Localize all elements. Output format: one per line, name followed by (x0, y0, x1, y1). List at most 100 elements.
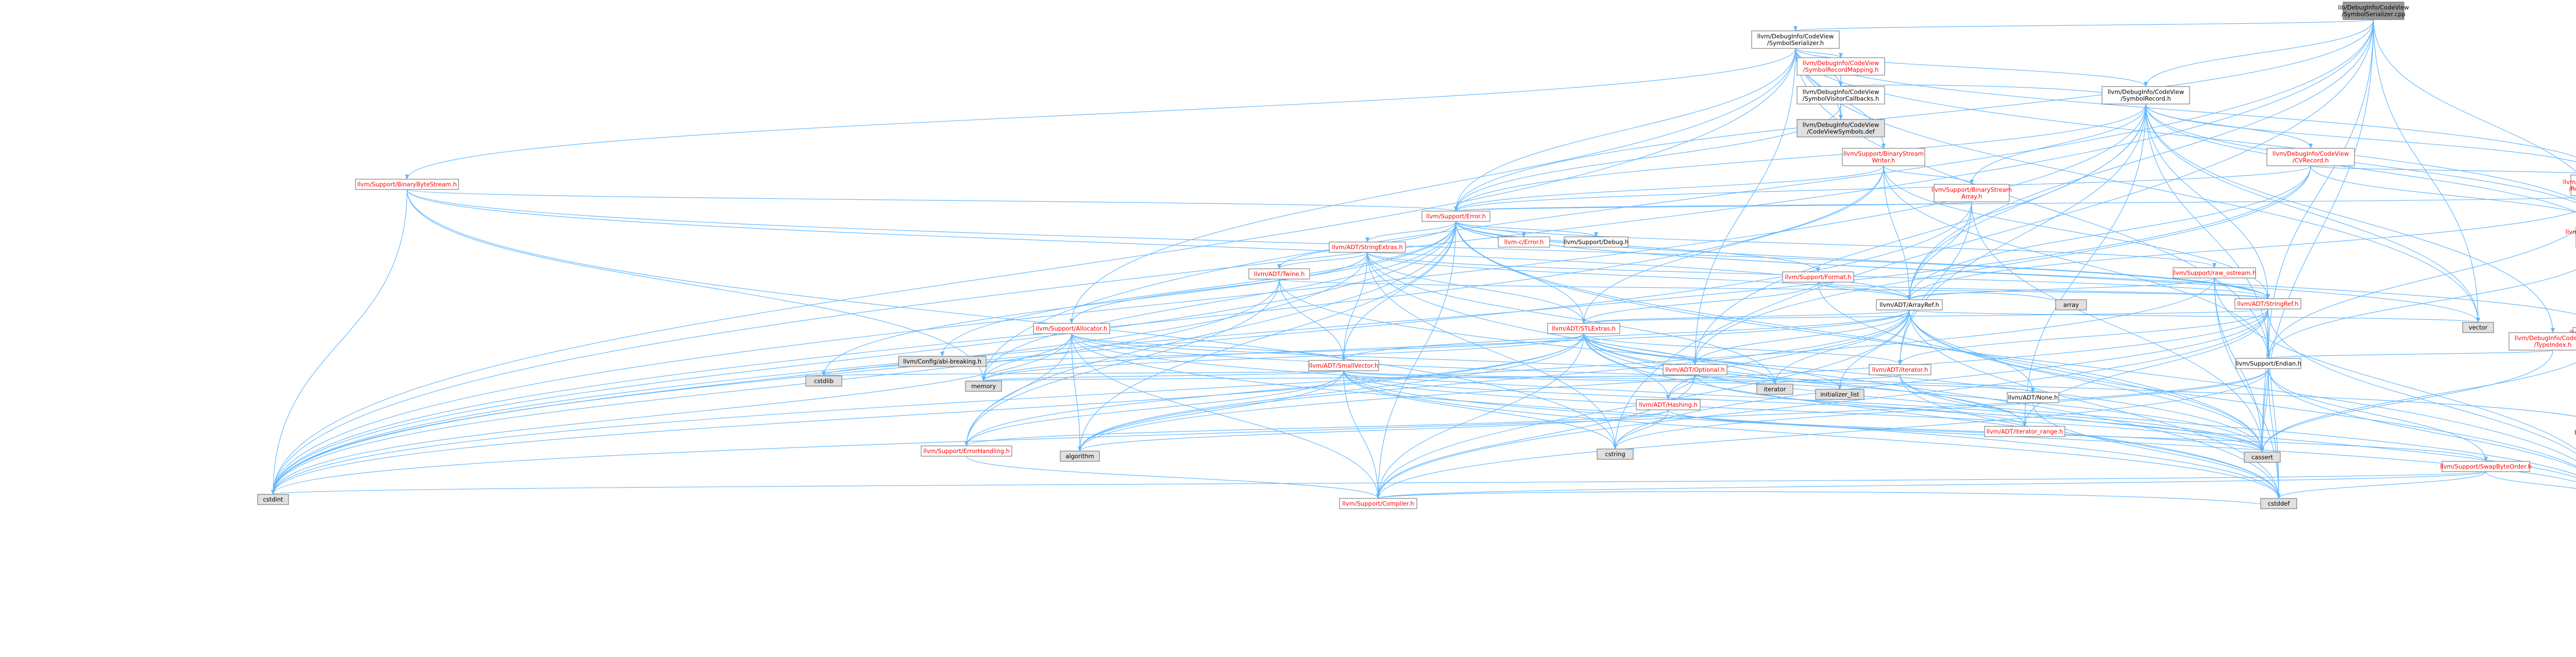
node-strref[interactable]: llvm/ADT/StringRef.h (2234, 298, 2301, 309)
edge-rawos-to-strref (2214, 278, 2270, 299)
edge-iterator-to-cstddef (1900, 374, 2281, 499)
edge-error-to-strref (1455, 221, 2270, 299)
node-label-cvdef-1: /CodeViewSymbols.def (1807, 128, 1875, 135)
node-box-endian (2235, 358, 2301, 369)
node-label-bsa-0: llvm/Support/BinaryStream (1931, 186, 2012, 194)
node-label-cerror-0: llvm-c/Error.h (1504, 238, 1544, 246)
node-box-strref (2234, 298, 2301, 309)
node-recmap[interactable]: llvm/DebugInfo/CodeView/SymbolRecordMapp… (1797, 57, 1885, 76)
node-box-strext (1329, 241, 1406, 253)
node-label-typeidx-1: /TypeIndex.h (2534, 341, 2572, 349)
edge-arrayref-to-typetraits (1909, 309, 2576, 466)
node-label-twine-0: llvm/ADT/Twine.h (1254, 270, 1305, 278)
node-viscb[interactable]: llvm/DebugInfo/CodeView/SymbolVisitorCal… (1797, 86, 1885, 105)
node-alignof[interactable]: llvm/Support/AlignOf.h (2574, 427, 2576, 438)
node-algorithm[interactable]: algorithm (1060, 451, 1100, 462)
edge-alloc-to-memory (981, 333, 1072, 382)
node-cstring[interactable]: cstring (1597, 448, 1634, 460)
node-error[interactable]: llvm/Support/Error.h (1421, 211, 1490, 222)
edge-smallvec-to-compiler (1343, 370, 1380, 499)
node-iterator[interactable]: llvm/ADT/iterator.h (1869, 364, 1931, 375)
node-cassert[interactable]: cassert (2244, 452, 2281, 463)
node-root[interactable]: lib/DebugInfo/CodeView/SymbolSerializer.… (2338, 2, 2409, 20)
edge-bsw-to-arrayref (1883, 165, 1911, 300)
node-confbreak[interactable]: llvm/Config/abi-breaking.h (898, 356, 987, 367)
node-box-format (1782, 271, 1854, 283)
node-initlist[interactable]: initializer_list (1815, 389, 1865, 400)
node-recser[interactable]: llvm/DebugInfo/CodeView/RecordSerializat… (2563, 175, 2576, 196)
edges-layer (271, 19, 2576, 509)
node-alloc[interactable]: llvm/Support/Allocator.h (1033, 323, 1110, 334)
node-iteratorsys[interactable]: iterator (1756, 384, 1793, 395)
node-label-cvdef-0: llvm/DebugInfo/CodeView (1803, 122, 1879, 129)
edge-root-to-arrayref (1907, 19, 2374, 300)
node-label-alignof-0: llvm/Support/AlignOf.h (2574, 429, 2576, 436)
edge-strref-to-cassert (2260, 308, 2268, 453)
edge-optional-to-hashing (1666, 374, 1696, 400)
node-optional[interactable]: llvm/ADT/Optional.h (1663, 364, 1727, 375)
node-label-stlext-0: llvm/ADT/STLExtras.h (1552, 325, 1616, 332)
edge-symser-to-cstdint (271, 48, 1796, 495)
node-cstddef[interactable]: cstddef (2260, 498, 2297, 509)
node-cvrecord[interactable]: llvm/DebugInfo/CodeView/CVRecord.h (2266, 148, 2355, 166)
node-stlext[interactable]: llvm/ADT/STLExtras.h (1547, 323, 1620, 334)
node-twine[interactable]: llvm/ADT/Twine.h (1248, 268, 1310, 280)
node-compiler[interactable]: llvm/Support/Compiler.h (1339, 498, 1417, 509)
edge-endian-to-swapbo (2268, 368, 2488, 462)
node-debug[interactable]: llvm/Support/Debug.h (1564, 236, 1629, 248)
node-format[interactable]: llvm/Support/Format.h (1782, 271, 1854, 283)
edge-symser-to-recmap (1795, 48, 1843, 58)
edge-bbs-to-error (406, 189, 1458, 212)
node-label-confbreak-0: llvm/Config/abi-breaking.h (903, 358, 981, 365)
edge-endian-to-cstdint (271, 368, 2269, 495)
node-swapbo[interactable]: llvm/Support/SwapByteOrder.h (2440, 461, 2532, 472)
edge-bsw-to-bsa (1883, 165, 1974, 185)
edge-iterator-to-itrange (1900, 374, 2027, 427)
node-cstdlib[interactable]: cstdlib (805, 375, 842, 387)
node-box-typeidx (2509, 332, 2576, 351)
edge-cv-to-endian (2266, 269, 2576, 359)
node-bbs[interactable]: llvm/Support/BinaryByteStream.h (355, 179, 459, 190)
edge-swapbo-to-typetraits (2485, 471, 2576, 489)
edge-symser-to-symrec (1795, 48, 2148, 87)
node-cstdint[interactable]: cstdint (257, 494, 289, 505)
node-strext[interactable]: llvm/ADT/StringExtras.h (1329, 241, 1406, 253)
node-box-symrec (2102, 86, 2190, 105)
node-symser[interactable]: llvm/DebugInfo/CodeView/SymbolSerializer… (1751, 30, 1840, 49)
node-label-cstddef-0: cstddef (2268, 500, 2290, 507)
node-label-cvrecord-1: /CVRecord.h (2293, 157, 2329, 164)
node-smallvec[interactable]: llvm/ADT/SmallVector.h (1308, 360, 1379, 371)
edge-typeidx-to-cassert (2260, 350, 2553, 453)
node-memory[interactable]: memory (965, 381, 1002, 392)
edge-root-to-cstdint (271, 19, 2374, 495)
edge-symrec-to-error (1454, 103, 2146, 212)
node-array[interactable]: array (2055, 299, 2087, 310)
node-symrec[interactable]: llvm/DebugInfo/CodeView/SymbolRecord.h (2102, 86, 2190, 105)
edge-symser-to-error (1454, 48, 1796, 212)
node-label-cstdlib-0: cstdlib (814, 377, 834, 385)
node-cvdef[interactable]: llvm/DebugInfo/CodeView/CodeViewSymbols.… (1797, 119, 1885, 137)
edge-bsa-to-arrayref (1907, 201, 1972, 300)
node-label-bbs-0: llvm/Support/BinaryByteStream.h (357, 181, 456, 188)
node-endian[interactable]: llvm/Support/Endian.h (2235, 358, 2301, 369)
node-errh[interactable]: llvm/Support/ErrorHandling.h (921, 445, 1012, 457)
node-box-confbreak (898, 356, 987, 367)
edge-strext-to-arrayref (1367, 252, 1911, 300)
node-vector[interactable]: vector (2462, 322, 2494, 333)
node-hashing[interactable]: llvm/ADT/Hashing.h (1636, 399, 1701, 410)
node-label-array-0: array (2063, 301, 2079, 308)
edge-smallvec-to-cstring (1343, 370, 1617, 449)
node-typeidx[interactable]: llvm/DebugInfo/CodeView/TypeIndex.h (2509, 332, 2576, 351)
node-arrayref[interactable]: llvm/ADT/ArrayRef.h (1876, 299, 1943, 310)
edge-recser-to-arrayref (1907, 211, 2576, 300)
node-itrange[interactable]: llvm/ADT/iterator_range.h (1984, 426, 2065, 437)
edge-endian-to-compiler (1376, 368, 2269, 499)
edge-bbs-to-cstring (406, 189, 1617, 449)
node-cv[interactable]: llvm/DebugInfo/CodeView/CodeView.h (2566, 226, 2576, 245)
node-none[interactable]: llvm/ADT/None.h (2007, 392, 2059, 403)
edge-endian-to-cstring (1613, 368, 2269, 449)
node-rawos[interactable]: llvm/Support/raw_ostream.h (2173, 267, 2257, 279)
node-cerror[interactable]: llvm-c/Error.h (1498, 236, 1550, 248)
